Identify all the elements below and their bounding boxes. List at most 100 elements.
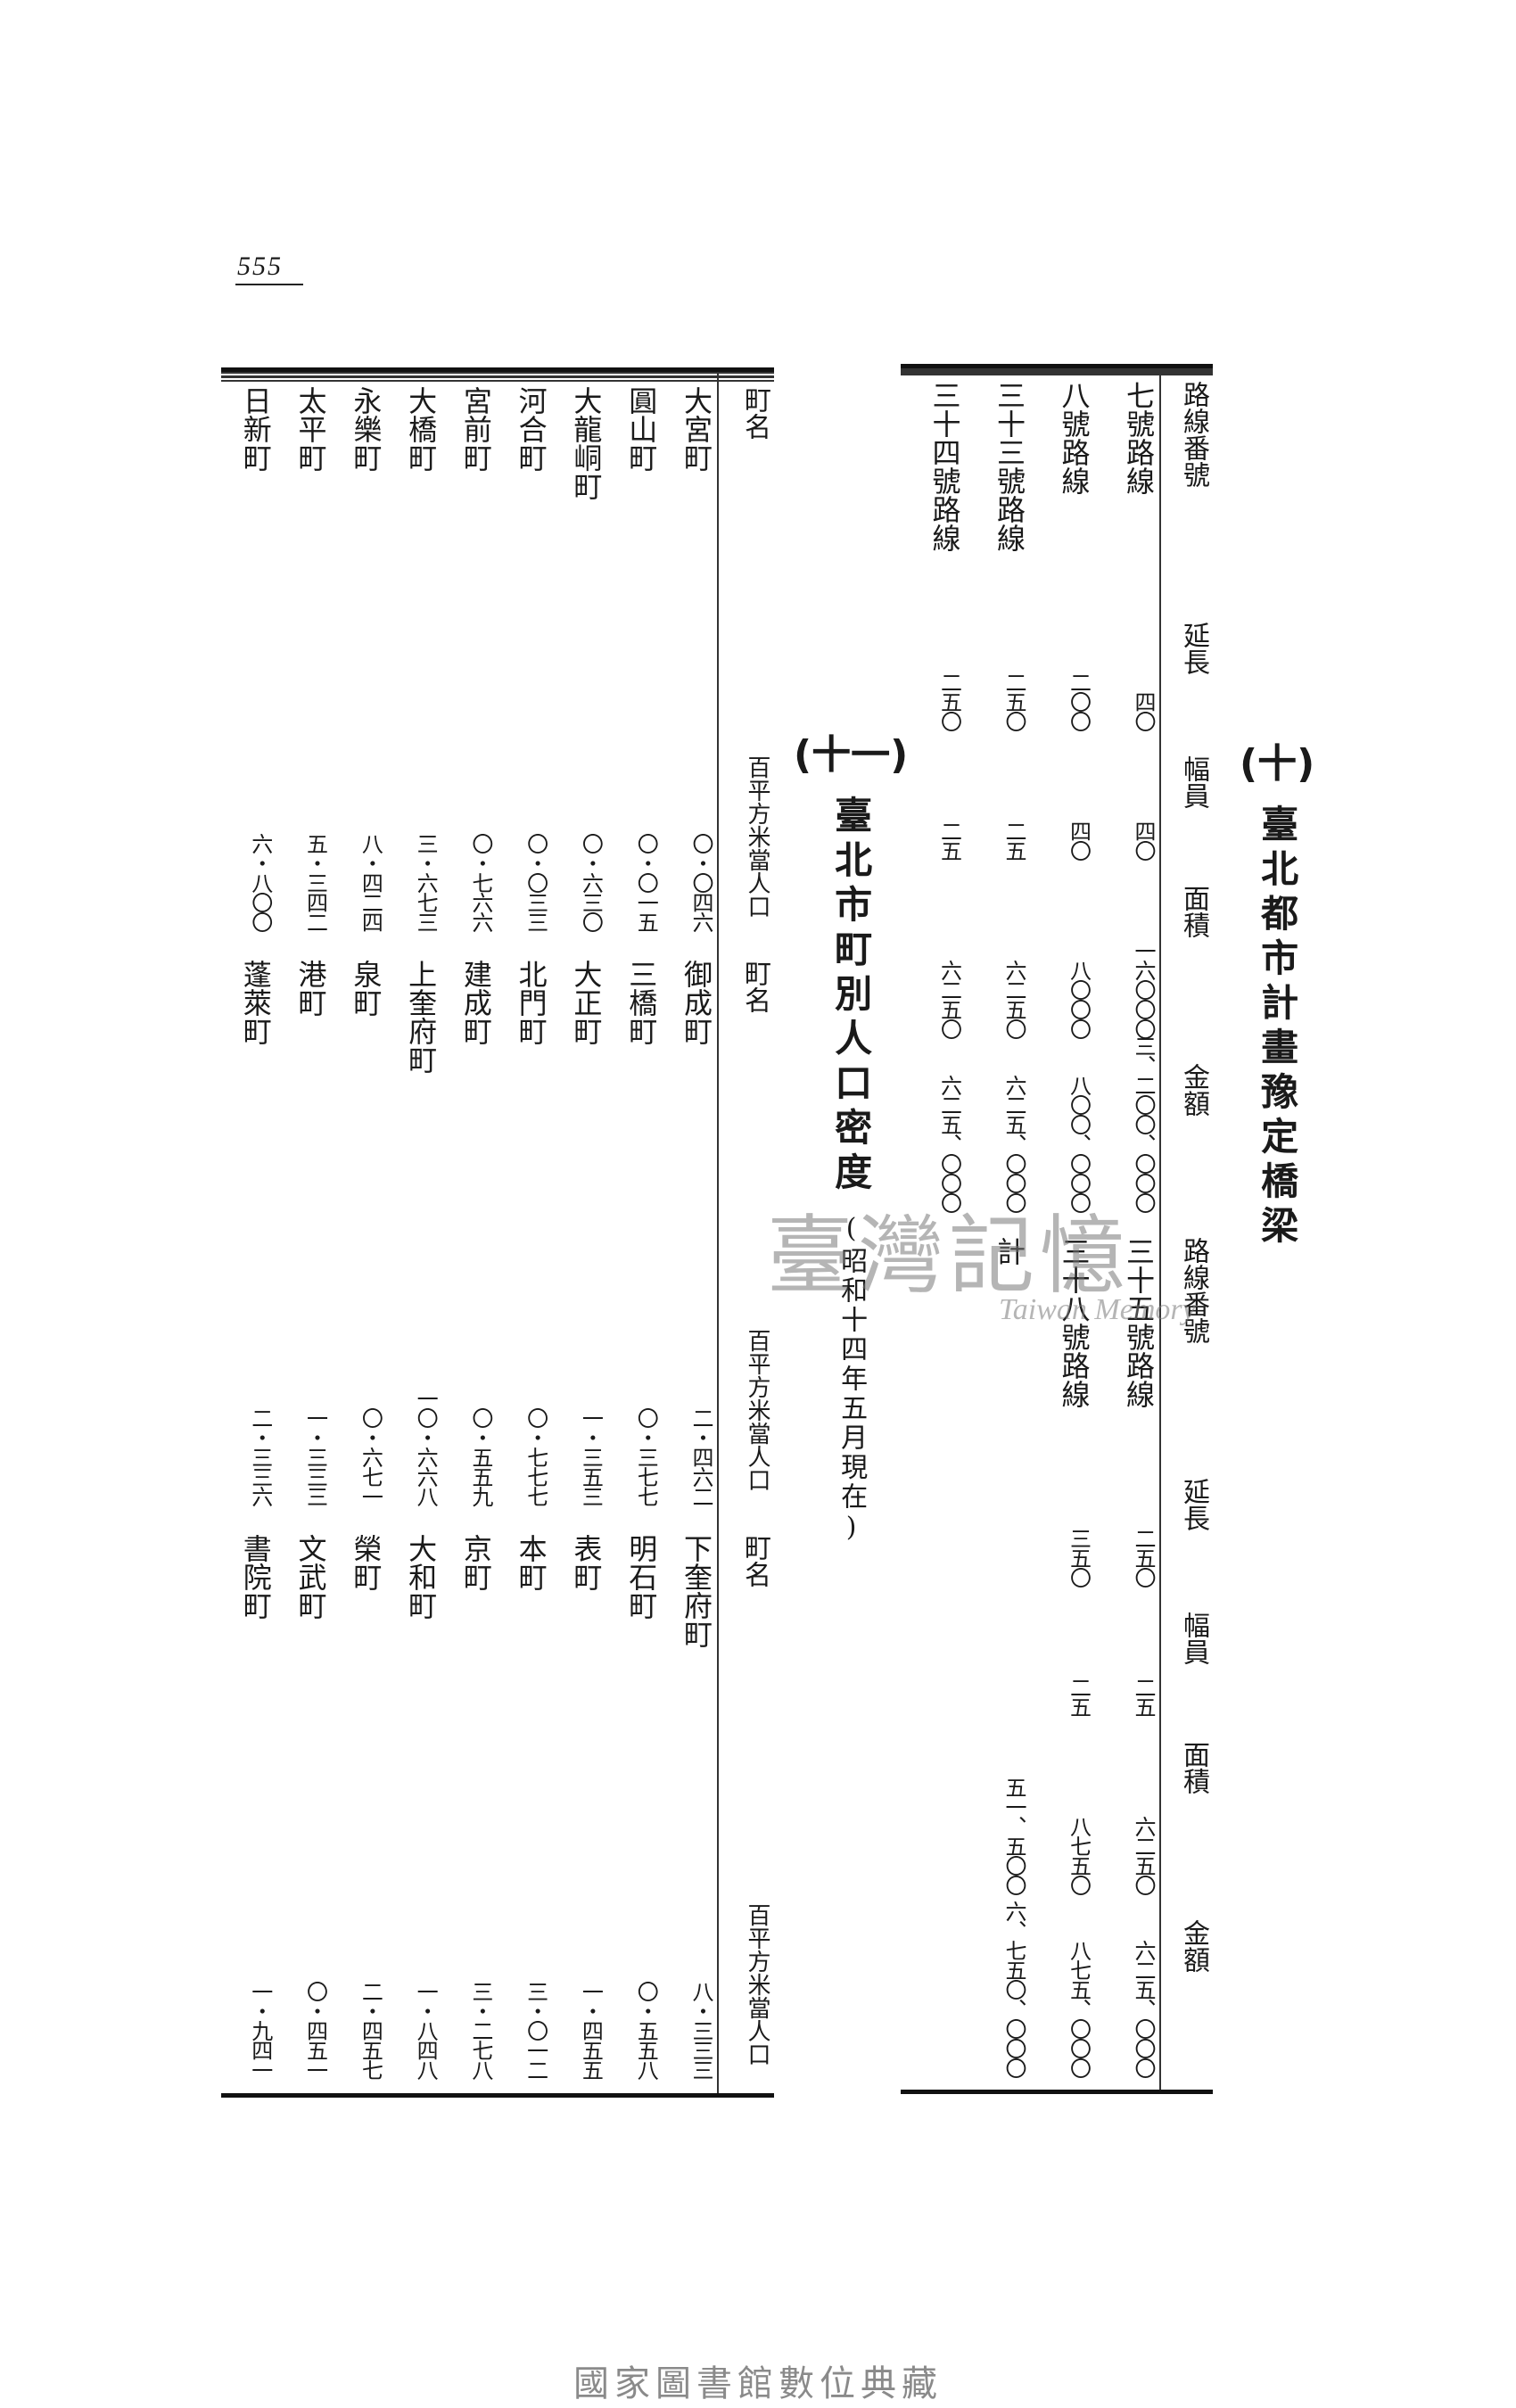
density-town-name: 本町 <box>514 1533 548 1591</box>
density-value: 〇・〇三三 <box>523 833 548 932</box>
bridge-cell-route: 八號路線 <box>1057 381 1092 495</box>
bridge-upper-rule <box>901 368 1213 369</box>
bridge-cell-area: 六二五〇 <box>936 960 962 1038</box>
bridge-cell-route: 三十八號路線 <box>1057 1237 1092 1408</box>
density-value: 八・四二四 <box>358 833 383 932</box>
density-town-name: 明石町 <box>624 1533 659 1620</box>
density-value: 一・三三三 <box>302 1406 328 1505</box>
density-table: 町名百平方米當人口大宮町〇・〇四六圓山町〇・〇一五大龍峒町〇・六三〇河合町〇・〇… <box>221 367 774 2098</box>
density-title: 臺北市町別人口密度 <box>828 796 873 1197</box>
watermark: 臺灣記憶 Taiwan Memory <box>767 1186 1196 1326</box>
density-value: 二・四六二 <box>688 1406 713 1505</box>
density-header-town: 町名 <box>739 960 770 1014</box>
bridge-cell-width: 四〇 <box>1066 821 1092 860</box>
density-town-name: 建成町 <box>458 960 493 1046</box>
density-town-name: 宮前町 <box>458 386 493 472</box>
density-town-name: 大和町 <box>404 1533 439 1620</box>
density-subtitle: (昭和十四年五月現在) <box>836 1213 868 1546</box>
density-header-value: 百平方米當人口 <box>744 755 770 919</box>
bridge-cell-route: 三十四號路線 <box>927 381 962 552</box>
bridge-cell-amount: 六二五、〇〇〇 <box>936 1075 962 1212</box>
density-header-value: 百平方米當人口 <box>744 1902 770 2066</box>
bridge-header-rule <box>1159 368 1161 2090</box>
density-town-name: 河合町 <box>514 386 548 472</box>
density-town-name: 京町 <box>458 1533 493 1591</box>
density-value: 〇・三七七 <box>633 1406 659 1505</box>
density-town-name: 三橋町 <box>624 960 659 1046</box>
bridge-lower-rule <box>901 373 1213 374</box>
density-value: 〇・五五八 <box>633 1980 659 2079</box>
watermark-main: 臺灣記憶 <box>767 1206 1131 1306</box>
density-town-name: 大橋町 <box>404 386 439 472</box>
density-town-name: 泉町 <box>349 960 383 1018</box>
bridge-cell-area: 六二五〇 <box>1001 960 1026 1038</box>
bridge-cell-length: 三五〇 <box>1066 1528 1092 1587</box>
bridge-upper-rule <box>901 371 1213 372</box>
density-value: 二・三三六 <box>247 1406 273 1505</box>
bridge-cell-width: 二五 <box>1001 821 1026 860</box>
density-town-name: 蓬萊町 <box>238 960 273 1046</box>
density-value: 八・三三三 <box>688 1980 713 2079</box>
bridge-cell-width: 二五 <box>1131 1677 1156 1716</box>
density-value: 一・四五五 <box>578 1980 604 2079</box>
bridge-header-width: 幅員 <box>1178 755 1209 809</box>
bridge-cell-length: 二五〇 <box>1001 672 1026 730</box>
density-band-rule <box>221 373 774 376</box>
density-value: 〇・六三〇 <box>578 833 604 932</box>
bridge-cell-length <box>966 1478 1031 1587</box>
bridge-upper-rule <box>901 369 1213 370</box>
bridge-cell-route: 三十三號路線 <box>993 381 1026 552</box>
density-town-name: 日新町 <box>238 386 273 472</box>
bridge-header-route: 路線番號 <box>1178 381 1209 488</box>
density-town-name: 書院町 <box>238 1533 273 1620</box>
bridge-cell-amount: 六二五、〇〇〇 <box>1001 1075 1026 1212</box>
bridge-lower-rule <box>901 374 1213 375</box>
density-value: 〇・六七一 <box>358 1406 383 1505</box>
bridge-cell-width: 四〇 <box>1131 821 1156 860</box>
density-town-name: 永樂町 <box>349 386 383 472</box>
bridge-cell-amount: 六二五、〇〇〇 <box>1131 1940 1156 2077</box>
bridge-upper-rule <box>901 370 1213 371</box>
density-town-name: 文武町 <box>293 1533 328 1620</box>
bridge-header-area: 面積 <box>1178 1741 1209 1794</box>
page-number: 555 <box>237 252 283 281</box>
bridge-cell-route: 三十五號路線 <box>1122 1237 1156 1408</box>
density-value: 二・四五七 <box>358 1980 383 2079</box>
density-title-block: (十一) 臺北市町別人口密度 (昭和十四年五月現在) <box>794 722 908 1546</box>
density-value: 〇・〇一五 <box>633 833 659 932</box>
bridge-cell-length: 二〇〇 <box>1066 672 1092 730</box>
density-town-name: 北門町 <box>514 960 548 1046</box>
density-town-name: 表町 <box>569 1533 604 1591</box>
bridge-cell-area: 六二五〇 <box>1131 1816 1156 1894</box>
density-value: 〇・四五一 <box>302 1980 328 2079</box>
bridge-cell-amount: 三、二〇〇、〇〇〇 <box>1131 1035 1156 1212</box>
bridge-cell-amount: 六、七五〇、〇〇〇 <box>1001 1901 1026 2077</box>
density-town-name: 大龍峒町 <box>569 386 604 500</box>
density-value: 〇・七七七 <box>523 1406 548 1505</box>
density-header-rule <box>717 372 719 2093</box>
bridge-title-number: (十) <box>1240 741 1315 787</box>
bridge-cell-length: 四〇 <box>1131 691 1156 730</box>
density-value: 一・九四一 <box>247 1980 273 2079</box>
density-header-value: 百平方米當人口 <box>744 1329 770 1492</box>
density-value: 一〇・六六八 <box>413 1387 439 1505</box>
density-header-town: 町名 <box>739 1533 770 1587</box>
bridge-cell-area: 五一、五〇〇 <box>1001 1777 1026 1894</box>
bridge-cell-area: 八七五〇 <box>1066 1816 1092 1894</box>
bridge-title-block: (十) 臺北都市計畫豫定橋梁 <box>1240 731 1314 1250</box>
density-header-town: 町名 <box>739 386 770 440</box>
bridge-header-length: 延長 <box>1178 622 1209 675</box>
density-value: 一・八四八 <box>413 1980 439 2079</box>
density-name-rule <box>221 372 774 373</box>
bridge-cell-amount: 八〇〇、〇〇〇 <box>1066 1075 1092 1212</box>
density-value: 三・二七八 <box>467 1980 493 2079</box>
bridge-header-amount: 金額 <box>1178 1063 1209 1117</box>
bridge-cell-area: 一六〇〇〇 <box>1131 940 1156 1038</box>
density-town-name: 港町 <box>293 960 328 1018</box>
bridge-cell-width <box>966 1612 1031 1716</box>
density-town-name: 御成町 <box>679 960 713 1046</box>
density-town-name: 下奎府町 <box>679 1533 713 1648</box>
bridge-header-width: 幅員 <box>1178 1612 1209 1665</box>
density-town-name: 太平町 <box>293 386 328 472</box>
density-value: 三・六七三 <box>413 833 439 932</box>
